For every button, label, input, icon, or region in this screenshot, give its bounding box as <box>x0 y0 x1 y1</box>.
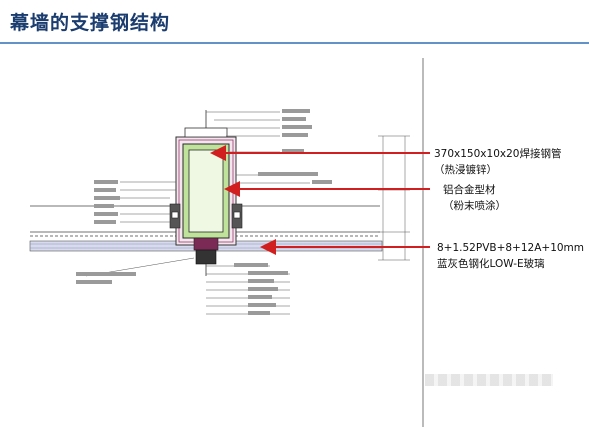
callout-aluminum-profile: 铝合金型材 （粉末喷涂） <box>443 182 506 214</box>
annotation-text-stubs-bottom <box>76 263 288 315</box>
callout-steel-tube: 370x150x10x20焊接钢管 （热浸镀锌） <box>434 146 561 178</box>
annotation-text-stubs-top <box>258 109 332 184</box>
pressure-plate <box>193 237 219 276</box>
dimension-lines <box>378 135 410 261</box>
callout-glass-spec: 8+1.52PVB+8+12A+10mm <box>437 242 585 254</box>
fixing-brackets <box>169 203 243 229</box>
callout-aluminum-name: 铝合金型材 <box>443 184 496 196</box>
callout-aluminum-finish: （粉末喷涂） <box>443 200 506 212</box>
blurred-watermark <box>425 374 553 386</box>
page-title: 幕墙的支撑钢结构 <box>10 12 171 34</box>
callout-steel-tube-spec: 370x150x10x20焊接钢管 <box>434 148 562 160</box>
title-underline <box>0 42 589 44</box>
steel-tube <box>182 143 230 239</box>
profile-top-cap <box>184 110 228 138</box>
annotation-leaders-left <box>120 181 176 223</box>
callout-glass: 8+1.52PVB+8+12A+10mm 蓝灰色钢化LOW-E玻璃 <box>437 240 584 272</box>
callout-glass-type: 蓝灰色钢化LOW-E玻璃 <box>437 258 545 270</box>
annotation-text-stubs-left <box>94 180 120 224</box>
callout-steel-tube-finish: （热浸镀锌） <box>434 164 497 176</box>
